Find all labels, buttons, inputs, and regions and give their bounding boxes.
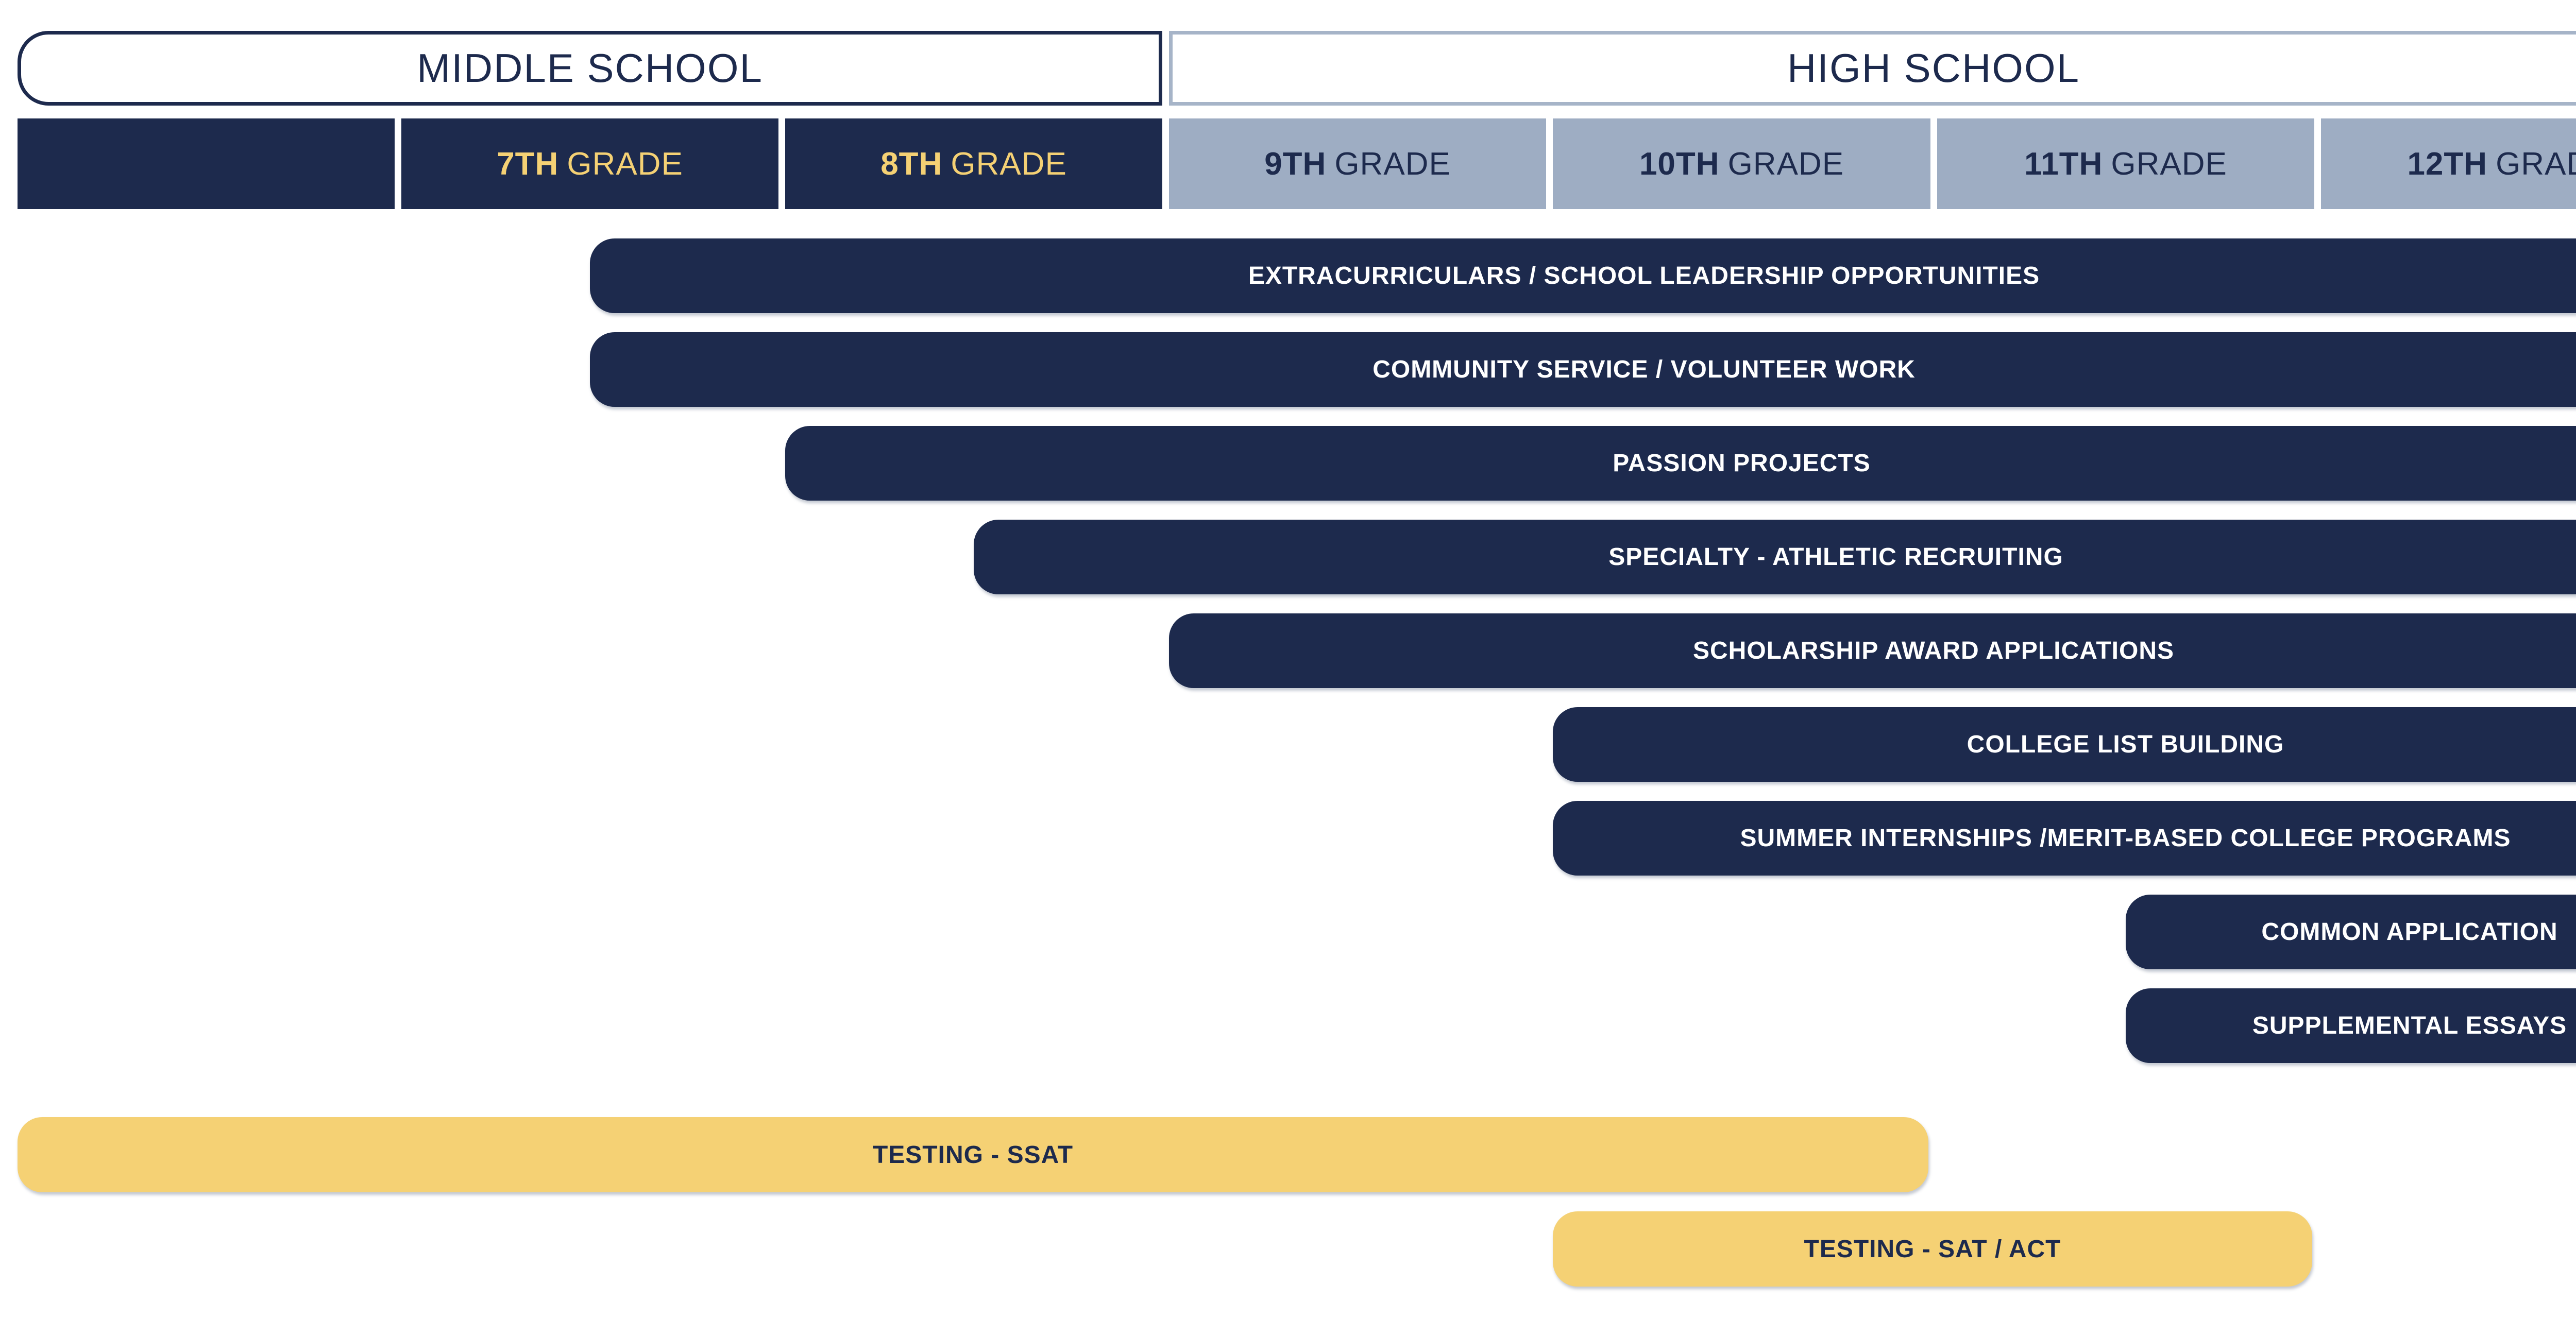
bar-label: PASSION PROJECTS [1613, 450, 1871, 477]
grade-word: GRADE [951, 146, 1067, 182]
bar-community-service: COMMUNITY SERVICE / VOLUNTEER WORK [590, 332, 2576, 407]
bar-label: COMMON APPLICATION [2261, 918, 2558, 946]
bar-label: COLLEGE LIST BUILDING [1967, 731, 2284, 758]
bar-supplemental-essays: SUPPLEMENTAL ESSAYS [2126, 988, 2576, 1063]
grade-number: 7TH [497, 146, 559, 182]
grade-number: 9TH [1264, 146, 1327, 182]
bar-testing-sat-act: TESTING - SAT / ACT [1553, 1211, 2312, 1287]
grade-word: GRADE [2496, 146, 2576, 182]
grade-cell-10th: 10TH GRADE [1553, 118, 1930, 209]
grade-word: GRADE [1727, 146, 1844, 182]
grade-number: 12TH [2407, 146, 2488, 182]
grade-number: 8TH [880, 146, 943, 182]
middle-school-header: MIDDLE SCHOOL [18, 31, 1162, 106]
high-school-header-label: HIGH SCHOOL [1787, 45, 2080, 91]
bar-label: COMMUNITY SERVICE / VOLUNTEER WORK [1372, 356, 1916, 383]
grade-cell-7th: 7TH GRADE [401, 118, 778, 209]
middle-school-header-label: MIDDLE SCHOOL [417, 45, 763, 91]
bar-college-list-building: COLLEGE LIST BUILDING [1553, 707, 2576, 782]
grade-word: GRADE [567, 146, 683, 182]
grade-number: 10TH [1639, 146, 1720, 182]
grade-cell-blank [18, 118, 395, 209]
bar-extracurriculars: EXTRACURRICULARS / SCHOOL LEADERSHIP OPP… [590, 238, 2576, 313]
bar-label: SUPPLEMENTAL ESSAYS [2252, 1012, 2567, 1039]
bar-label: SUMMER INTERNSHIPS /MERIT-BASED COLLEGE … [1740, 825, 2511, 852]
grade-cell-9th: 9TH GRADE [1169, 118, 1546, 209]
bar-label: TESTING - SSAT [872, 1141, 1074, 1169]
high-school-header: HIGH SCHOOL [1169, 31, 2576, 106]
bar-label: EXTRACURRICULARS / SCHOOL LEADERSHIP OPP… [1248, 262, 2040, 289]
bar-testing-ssat: TESTING - SSAT [18, 1117, 1928, 1192]
bar-label: SPECIALTY - ATHLETIC RECRUITING [1608, 543, 2063, 571]
grade-word: GRADE [2111, 146, 2227, 182]
grade-number: 11TH [2024, 146, 2103, 182]
grade-word: GRADE [1334, 146, 1451, 182]
bar-common-application: COMMON APPLICATION [2126, 895, 2576, 969]
grade-cell-11th: 11TH GRADE [1937, 118, 2314, 209]
bar-label: TESTING - SAT / ACT [1804, 1235, 2061, 1263]
bar-specialty-athletic-recruiting: SPECIALTY - ATHLETIC RECRUITING [974, 520, 2576, 594]
bar-scholarship-award-applications: SCHOLARSHIP AWARD APPLICATIONS [1169, 613, 2576, 688]
grade-cell-12th: 12TH GRADE [2321, 118, 2576, 209]
bar-summer-internships: SUMMER INTERNSHIPS /MERIT-BASED COLLEGE … [1553, 801, 2576, 876]
bar-passion-projects: PASSION PROJECTS [785, 426, 2576, 501]
grade-cell-8th: 8TH GRADE [785, 118, 1162, 209]
bar-label: SCHOLARSHIP AWARD APPLICATIONS [1692, 637, 2175, 664]
